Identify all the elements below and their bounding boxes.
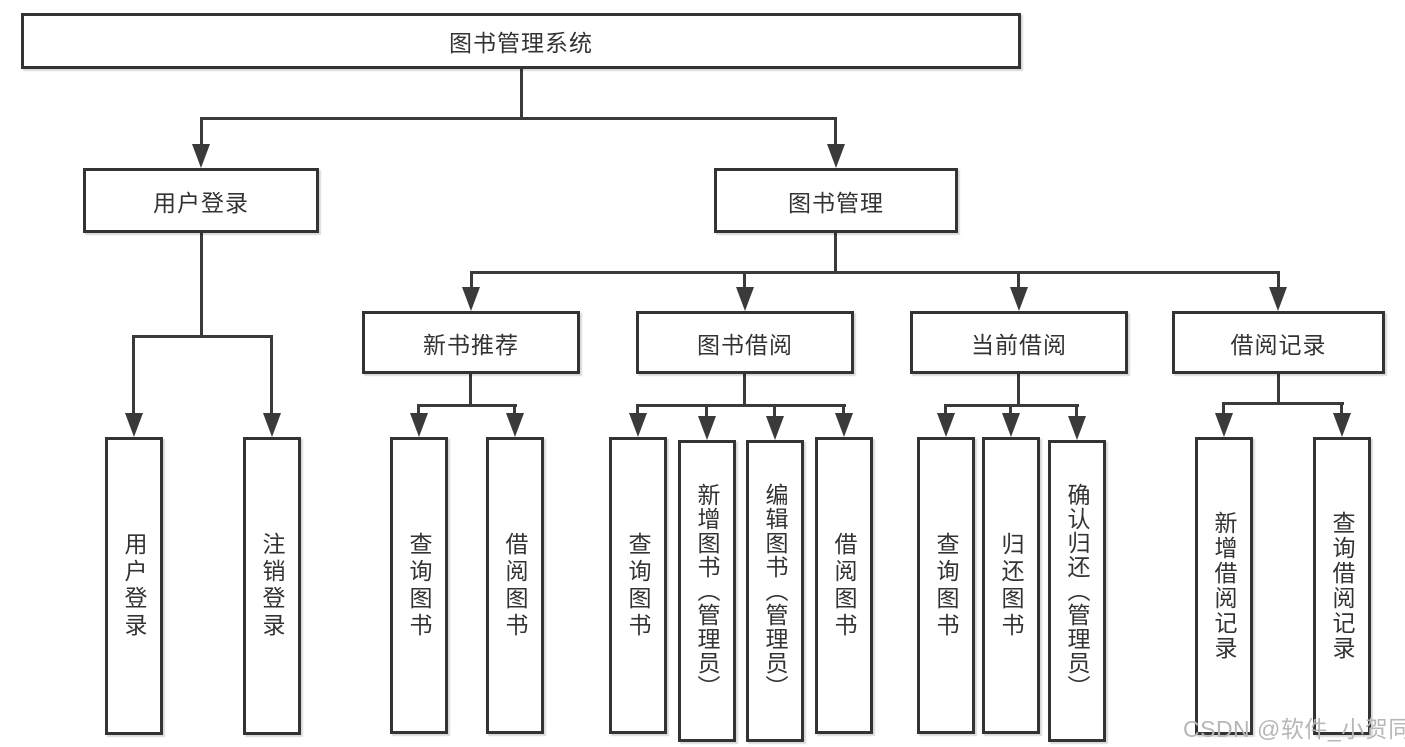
connector-line xyxy=(636,404,846,407)
node-label: 借阅图书 xyxy=(502,531,528,640)
connector-line xyxy=(773,404,776,420)
leaf-user-login: 用户登录 xyxy=(105,437,163,735)
connector-line xyxy=(636,404,639,418)
node-label: 注销登录 xyxy=(259,532,285,640)
connector-line xyxy=(743,374,746,407)
connector-line xyxy=(1277,374,1280,405)
leaf-query-books: 查询图书 xyxy=(917,437,975,734)
node-label: 用户登录 xyxy=(121,532,147,640)
node-book-borrowing: 图书借阅 xyxy=(636,311,854,374)
node-label: 查询图书 xyxy=(406,531,432,640)
node-label: 查询图书 xyxy=(933,531,959,640)
leaf-add-books-admin: 新增图书（管理员） xyxy=(678,440,736,742)
arrowhead-icon xyxy=(736,287,754,311)
arrowhead-icon xyxy=(1215,413,1233,437)
connector-line xyxy=(1009,404,1012,418)
connector-line xyxy=(1017,374,1020,407)
connector-line xyxy=(417,404,517,407)
connector-line xyxy=(1222,402,1344,405)
arrowhead-icon xyxy=(698,416,716,440)
node-label: 归还图书 xyxy=(998,531,1024,640)
node-label: 确认归还（管理员） xyxy=(1064,483,1090,699)
connector-line xyxy=(470,271,1280,274)
connector-line xyxy=(520,69,523,118)
node-label: 借阅记录 xyxy=(1230,331,1327,358)
connector-line xyxy=(200,233,203,337)
connector-line xyxy=(705,404,708,420)
node-library-system: 图书管理系统 xyxy=(21,13,1021,69)
connector-line xyxy=(944,404,947,418)
arrowhead-icon xyxy=(1068,416,1086,440)
connector-line xyxy=(132,335,273,338)
leaf-edit-books-admin: 编辑图书（管理员） xyxy=(746,440,804,742)
arrowhead-icon xyxy=(506,413,524,437)
arrowhead-icon xyxy=(629,413,647,437)
node-label: 当前借阅 xyxy=(971,331,1067,358)
connector-line xyxy=(417,404,420,418)
connector-line xyxy=(1075,404,1078,420)
node-borrowing-records: 借阅记录 xyxy=(1172,311,1385,374)
node-label: 编辑图书（管理员） xyxy=(762,483,788,699)
leaf-borrow-books: 借阅图书 xyxy=(815,437,873,734)
arrowhead-icon xyxy=(1010,287,1028,311)
arrowhead-icon xyxy=(410,413,428,437)
node-label: 图书借阅 xyxy=(697,331,793,358)
node-new-book-recommend: 新书推荐 xyxy=(362,311,580,374)
connector-line xyxy=(743,271,746,293)
node-book-management: 图书管理 xyxy=(714,168,958,233)
arrowhead-icon xyxy=(937,413,955,437)
leaf-query-books: 查询图书 xyxy=(609,437,667,734)
connector-line xyxy=(200,117,203,149)
node-label: 查询图书 xyxy=(625,531,651,640)
connector-line xyxy=(1277,271,1280,293)
leaf-confirm-return-admin: 确认归还（管理员） xyxy=(1048,440,1106,742)
connector-line xyxy=(1340,402,1343,418)
node-label: 新增图书（管理员） xyxy=(694,483,720,699)
connector-line xyxy=(200,117,837,120)
node-label: 图书管理系统 xyxy=(449,30,593,56)
arrowhead-icon xyxy=(192,144,210,168)
node-label: 用户登录 xyxy=(153,189,249,216)
connector-line xyxy=(1222,402,1225,418)
csdn-watermark: CSDN @软件_小贺同学 xyxy=(1183,716,1405,742)
arrowhead-icon xyxy=(1002,413,1020,437)
arrowhead-icon xyxy=(125,413,143,437)
connector-line xyxy=(270,335,273,419)
node-label: 查询借阅记录 xyxy=(1329,511,1355,661)
leaf-borrow-books: 借阅图书 xyxy=(486,437,544,734)
leaf-logout: 注销登录 xyxy=(243,437,301,735)
node-user-login: 用户登录 xyxy=(83,168,319,233)
arrowhead-icon xyxy=(263,413,281,437)
arrowhead-icon xyxy=(1333,413,1351,437)
connector-line xyxy=(834,117,837,149)
leaf-add-borrow-record: 新增借阅记录 xyxy=(1195,437,1253,735)
arrowhead-icon xyxy=(827,144,845,168)
node-label: 借阅图书 xyxy=(831,531,857,640)
arrowhead-icon xyxy=(766,416,784,440)
connector-line xyxy=(470,271,473,293)
connector-line xyxy=(1017,271,1020,293)
connector-line xyxy=(842,404,845,418)
arrowhead-icon xyxy=(462,287,480,311)
connector-line xyxy=(834,233,837,273)
connector-line xyxy=(469,374,472,407)
leaf-query-borrow-record: 查询借阅记录 xyxy=(1313,437,1371,735)
connector-line xyxy=(513,404,516,418)
connector-line xyxy=(132,335,135,419)
node-label: 图书管理 xyxy=(788,189,884,216)
node-current-borrowing: 当前借阅 xyxy=(910,311,1128,374)
node-label: 新书推荐 xyxy=(423,331,519,358)
arrowhead-icon xyxy=(1269,287,1287,311)
node-label: 新增借阅记录 xyxy=(1211,511,1237,661)
leaf-return-books: 归还图书 xyxy=(982,437,1040,734)
arrowhead-icon xyxy=(835,413,853,437)
leaf-query-books: 查询图书 xyxy=(390,437,448,734)
